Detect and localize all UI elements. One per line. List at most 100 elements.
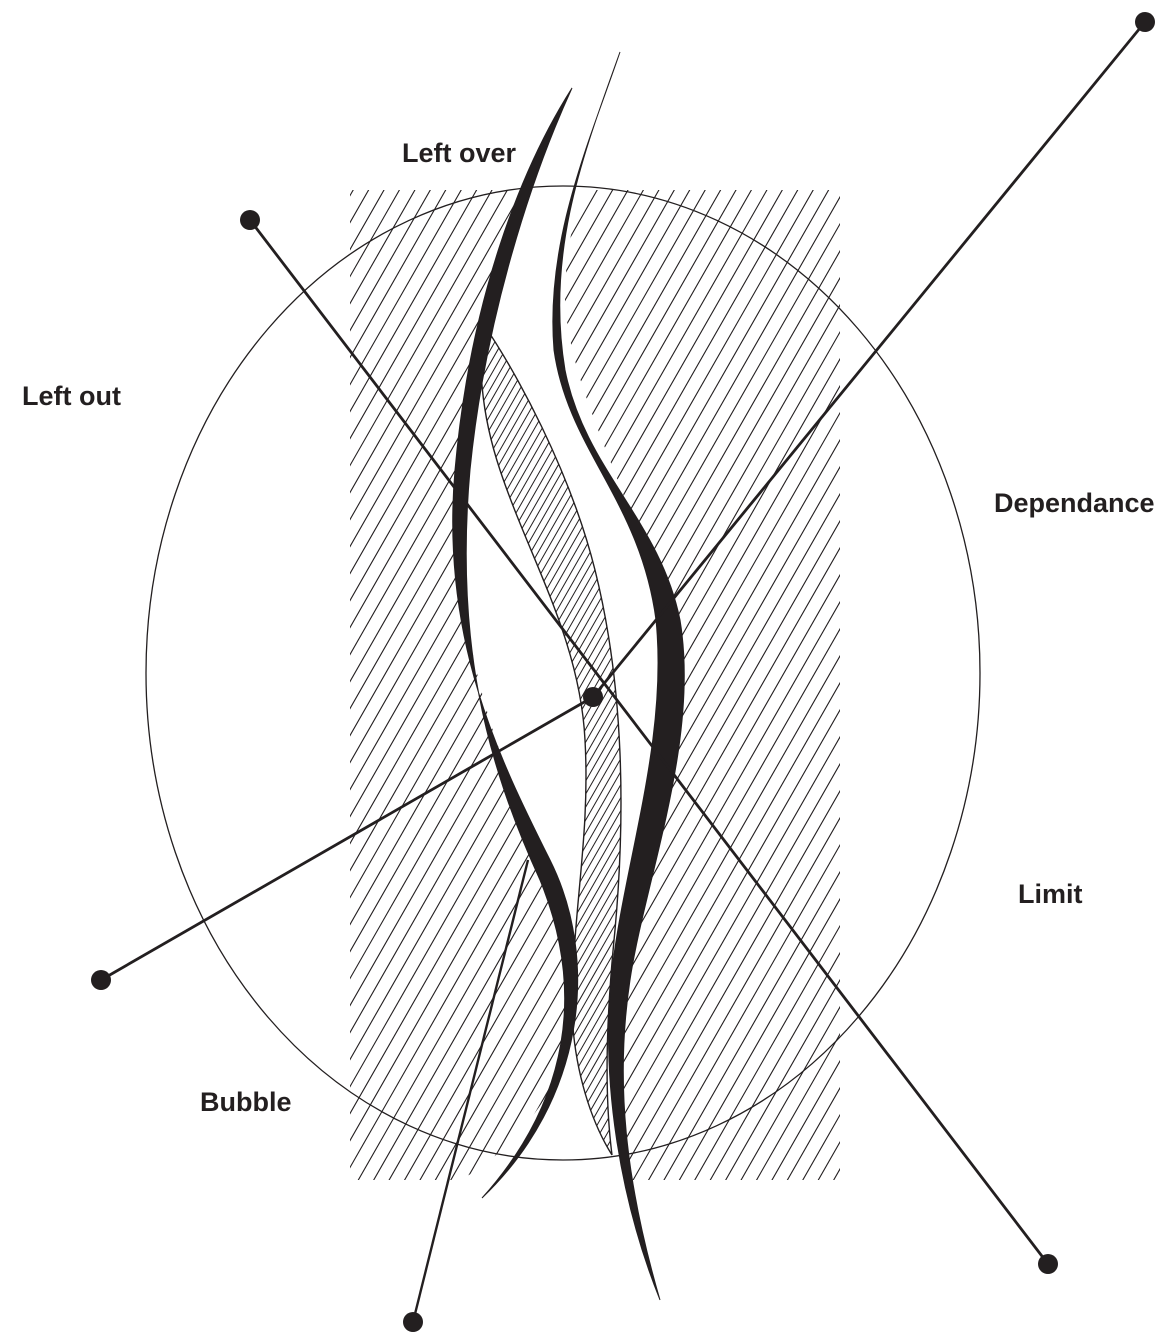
hatch-line (689, 180, 1158, 1190)
hatch-line (288, 180, 865, 1190)
hatch-line (705, 180, 1158, 1190)
hatch-line (226, 180, 803, 1190)
label-bubble: Bubble (200, 1087, 292, 1117)
center-lens-outline (484, 325, 621, 1155)
hatch-line (430, 180, 1007, 1190)
hatch-line (0, 180, 529, 1190)
label-left-over: Left over (402, 138, 517, 168)
hatch-line (646, 180, 1158, 1190)
lens-hatch-line (612, 180, 1158, 1190)
hatch-line (414, 180, 991, 1190)
axis-line-top-left-to-bottom-right (250, 220, 1048, 1264)
hatch-line (615, 180, 1158, 1190)
center-lens-hatching (0, 180, 1158, 1190)
hatch-line (828, 180, 1158, 1190)
hatch-line (229, 180, 806, 1190)
hatch-line (44, 180, 621, 1190)
lens-hatch-line (359, 180, 936, 1190)
hatch-line (103, 180, 680, 1190)
endpoint-dot-bottom (403, 1312, 423, 1332)
bubble-circle (146, 186, 980, 1160)
hatch-line (427, 180, 1004, 1190)
hatch-line (0, 180, 451, 1190)
lens-hatch-line (3, 180, 580, 1190)
lens-hatch-line (567, 180, 1144, 1190)
hatch-line (365, 180, 942, 1190)
lens-hatch-line (0, 180, 513, 1190)
lens-hatch-line (159, 180, 736, 1190)
lens-hatch-line (634, 180, 1158, 1190)
hatch-line (504, 180, 1081, 1190)
hatch-line (489, 180, 1066, 1190)
lens-hatch-line (40, 180, 617, 1190)
hatch-line (0, 180, 343, 1190)
hatch-line (0, 180, 559, 1190)
endpoint-dot-top-right (1135, 12, 1155, 32)
hatch-line (0, 180, 297, 1190)
hatch-line (245, 180, 822, 1190)
right-hatching (0, 180, 1158, 1190)
hatch-line (0, 180, 541, 1190)
label-left-out: Left out (22, 381, 121, 411)
hatch-line (0, 180, 405, 1190)
hatch-line (214, 180, 791, 1190)
endpoint-dot-top-left (240, 210, 260, 230)
hatch-line (260, 180, 837, 1190)
hatch-line (152, 180, 729, 1190)
hatch-line (442, 180, 1019, 1190)
center-dot (583, 687, 603, 707)
label-limit: Limit (1018, 879, 1083, 909)
lens-hatch-line (486, 180, 1063, 1190)
hatch-line (643, 180, 1158, 1190)
hatch-line (273, 180, 850, 1190)
hatch-line (0, 180, 467, 1190)
hatch-line (658, 180, 1158, 1190)
lens-hatch-line (463, 180, 1040, 1190)
lens-hatch-line (33, 180, 610, 1190)
hatch-line (0, 180, 436, 1190)
hatch-line (303, 180, 880, 1190)
lens-hatch-line (0, 180, 469, 1190)
hatch-line (165, 180, 742, 1190)
hatch-line (0, 180, 374, 1190)
endpoint-dot-left (91, 970, 111, 990)
hatch-line (0, 180, 359, 1190)
lens-hatch-line (233, 180, 810, 1190)
hatch-line (350, 180, 927, 1190)
hatch-line (445, 180, 1022, 1190)
hatch-line (368, 180, 945, 1190)
lens-hatch-line (0, 180, 558, 1190)
lens-hatch-line (605, 180, 1158, 1190)
hatch-line (859, 180, 1158, 1190)
lens-hatch-line (508, 180, 1085, 1190)
hatch-line (751, 180, 1158, 1190)
lens-hatch-line (560, 180, 1137, 1190)
lens-hatch-line (99, 180, 676, 1190)
hatch-line (257, 180, 834, 1190)
hatch-line (0, 180, 328, 1190)
lens-hatch-line (0, 180, 476, 1190)
lens-hatch-line (0, 180, 491, 1190)
lens-hatch-line (218, 180, 795, 1190)
lens-hatch-line (55, 180, 632, 1190)
hatch-line (566, 180, 1143, 1190)
lens-hatch-line (0, 180, 506, 1190)
hatch-line (0, 180, 513, 1190)
hatch-line (661, 180, 1158, 1190)
lens-hatch-line (419, 180, 996, 1190)
hatch-line (720, 180, 1158, 1190)
hatch-line (797, 180, 1158, 1190)
lens-hatch-line (449, 180, 1026, 1190)
hatch-line (0, 180, 526, 1190)
hatch-line (461, 180, 1038, 1190)
hatch-line (149, 180, 726, 1190)
hatch-line (813, 180, 1158, 1190)
lens-hatch-line (0, 180, 528, 1190)
hatch-line (411, 180, 988, 1190)
left-hatching (0, 180, 1158, 1190)
lens-hatch-line (85, 180, 662, 1190)
hatch-line (458, 180, 1035, 1190)
hatch-line (630, 180, 1158, 1190)
hatch-line (29, 180, 606, 1190)
hatch-line (242, 180, 819, 1190)
